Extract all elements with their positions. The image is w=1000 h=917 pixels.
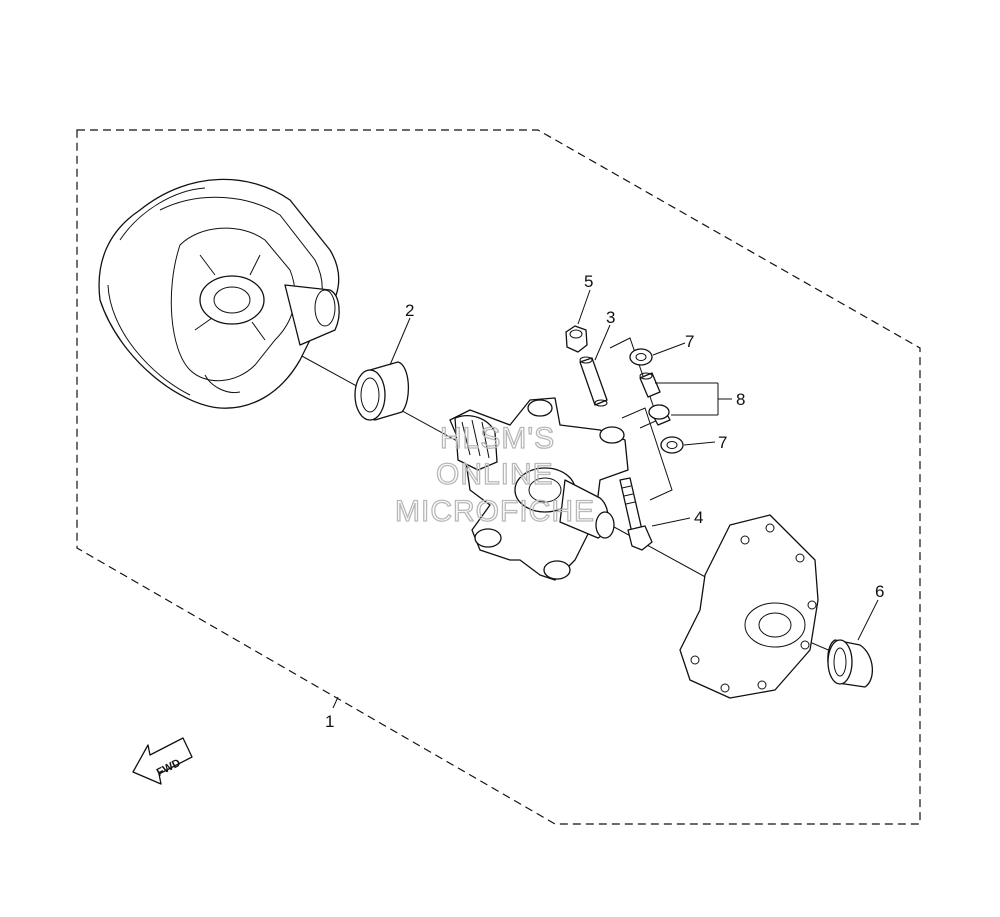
callout-8: 8 — [736, 390, 745, 409]
part-3-collar — [579, 356, 608, 407]
callout-2: 2 — [405, 301, 414, 320]
watermark: HLSM'S ONLINE MICROFICHE — [394, 421, 595, 528]
part-5-nut — [565, 325, 588, 353]
part-2-bushing — [354, 361, 409, 421]
fwd-direction-arrow: FWD — [132, 737, 193, 785]
callout-6: 6 — [875, 582, 884, 601]
watermark-line-1: HLSM'S — [440, 422, 555, 455]
watermark-line-3: MICROFICHE — [395, 495, 595, 528]
callout-3: 3 — [606, 308, 615, 327]
leader-lines — [332, 289, 879, 709]
callout-7-lower: 7 — [718, 433, 727, 452]
watermark-line-2: ONLINE — [436, 458, 554, 491]
primary-sheave-drum — [98, 178, 340, 409]
assembly-boundary — [76, 129, 921, 825]
spider-hub-body — [449, 397, 629, 581]
part-7-washer-upper — [629, 348, 653, 366]
part-7-washer-lower — [660, 436, 684, 454]
cover-plate — [679, 514, 819, 699]
part-4-bolt — [619, 477, 653, 551]
callout-1: 1 — [325, 712, 334, 731]
part-6-bushing — [827, 639, 873, 688]
callout-5: 5 — [584, 272, 593, 291]
callout-4: 4 — [694, 508, 703, 527]
callout-7-upper: 7 — [685, 332, 694, 351]
part-8-collars — [639, 372, 671, 426]
